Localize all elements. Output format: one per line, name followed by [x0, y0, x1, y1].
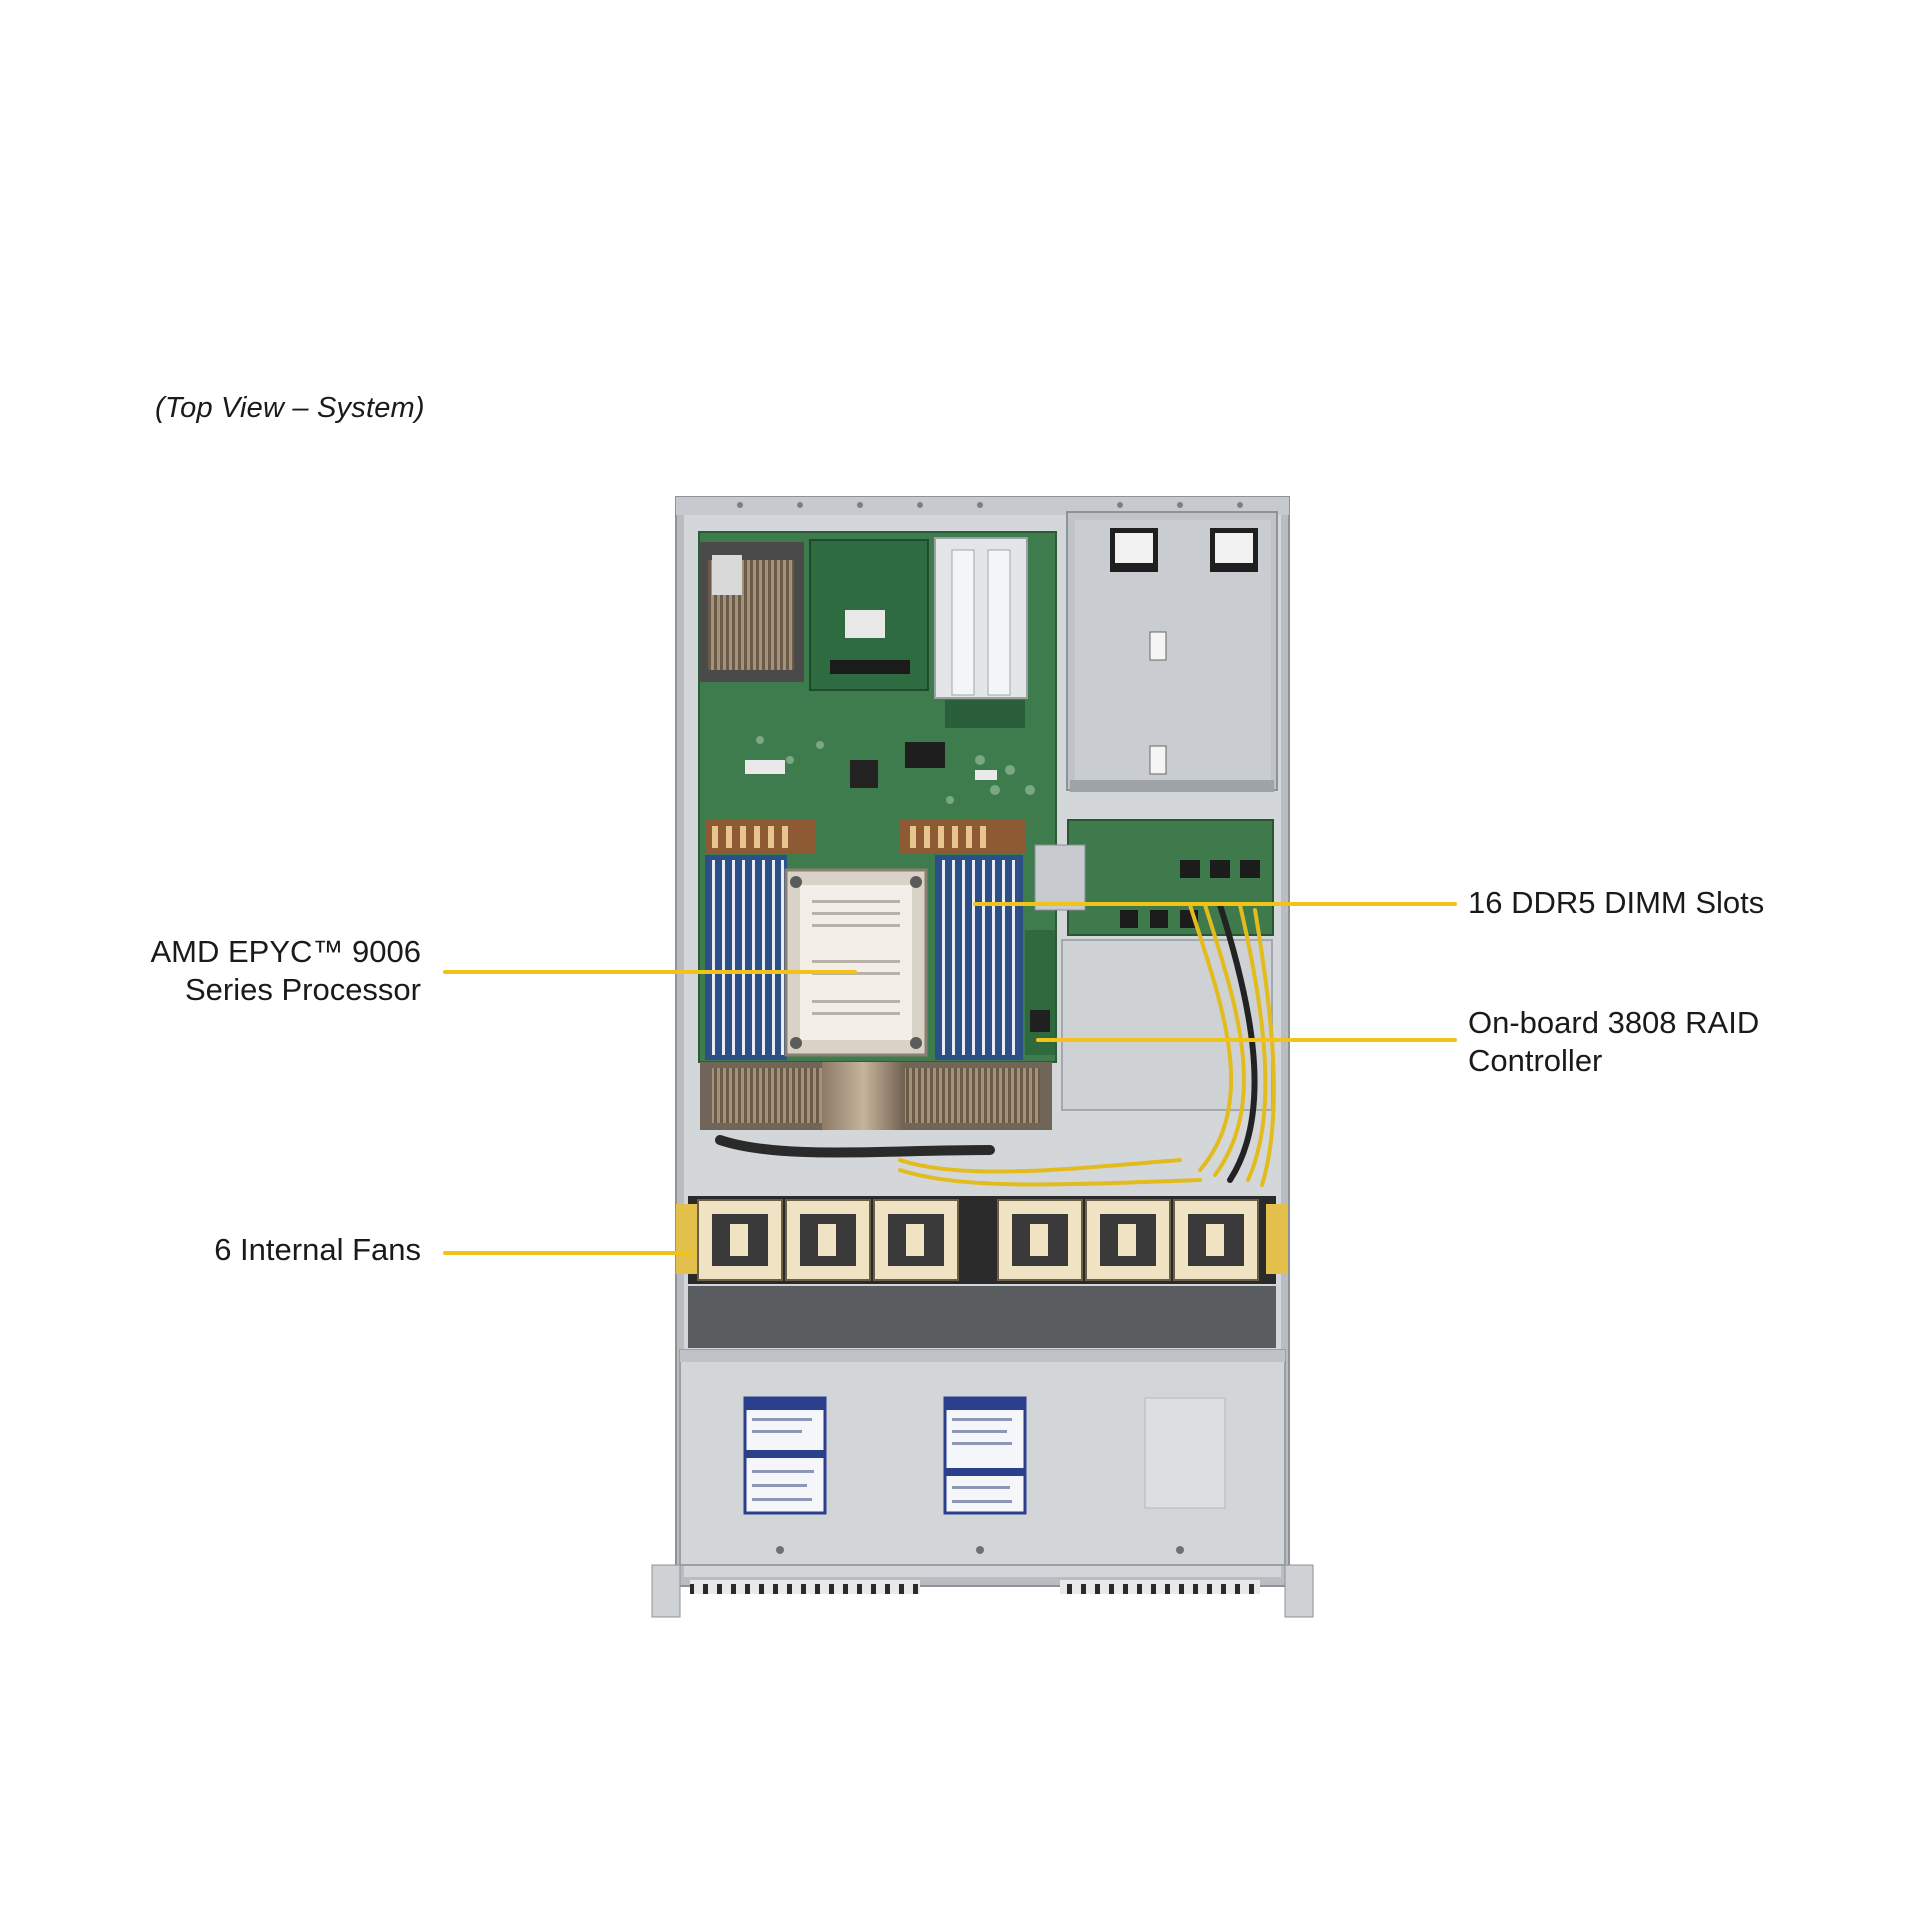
air-shroud [1061, 939, 1273, 1111]
fan-unit [1085, 1199, 1171, 1281]
front-bezel [651, 1564, 1314, 1618]
m2-heatsink-module [700, 542, 804, 682]
cable-area-behind-fans [688, 1286, 1276, 1348]
leader-lines [443, 902, 1457, 1255]
fan-unit [873, 1199, 959, 1281]
power-supply-bay [1066, 511, 1278, 792]
fan-unit [785, 1199, 871, 1281]
service-label-sticker [943, 1396, 1027, 1515]
callout-raid-line-1: On-board 3808 RAID [1468, 1005, 1760, 1040]
callout-dimm-line-1: 16 DDR5 DIMM Slots [1468, 885, 1765, 920]
callout-fans-label: 6 Internal Fans [214, 1231, 421, 1269]
pcie-riser [934, 537, 1028, 728]
cpu-processor [784, 868, 928, 1057]
callout-processor-line-1: AMD EPYC™ 9006 [150, 934, 422, 969]
cpu-heatpipe-fins [700, 1062, 1052, 1130]
fan-unit [1173, 1199, 1259, 1281]
aiom-board [809, 539, 929, 691]
raid-controller [1025, 930, 1055, 1055]
fan-unit [997, 1199, 1083, 1281]
callout-processor-line-2: Series Processor [184, 972, 421, 1007]
dimm-bank-left [705, 855, 787, 1060]
figure-caption: (Top View – System) [155, 392, 425, 424]
service-label-sticker [743, 1396, 827, 1515]
dimm-bank-right [935, 855, 1023, 1060]
callout-raid-line-2: Controller [1468, 1043, 1603, 1078]
dimm-latch-strips [705, 820, 1025, 854]
callout-processor-label: AMD EPYC™ 9006 Series Processor [151, 933, 422, 1009]
callout-raid-label: On-board 3808 RAID Controller [1468, 1004, 1759, 1080]
callout-fans-line-1: 6 Internal Fans [214, 1232, 421, 1267]
fan-unit [697, 1199, 783, 1281]
storage-expander-board [1034, 819, 1274, 936]
callout-dimm-label: 16 DDR5 DIMM Slots [1468, 884, 1764, 922]
